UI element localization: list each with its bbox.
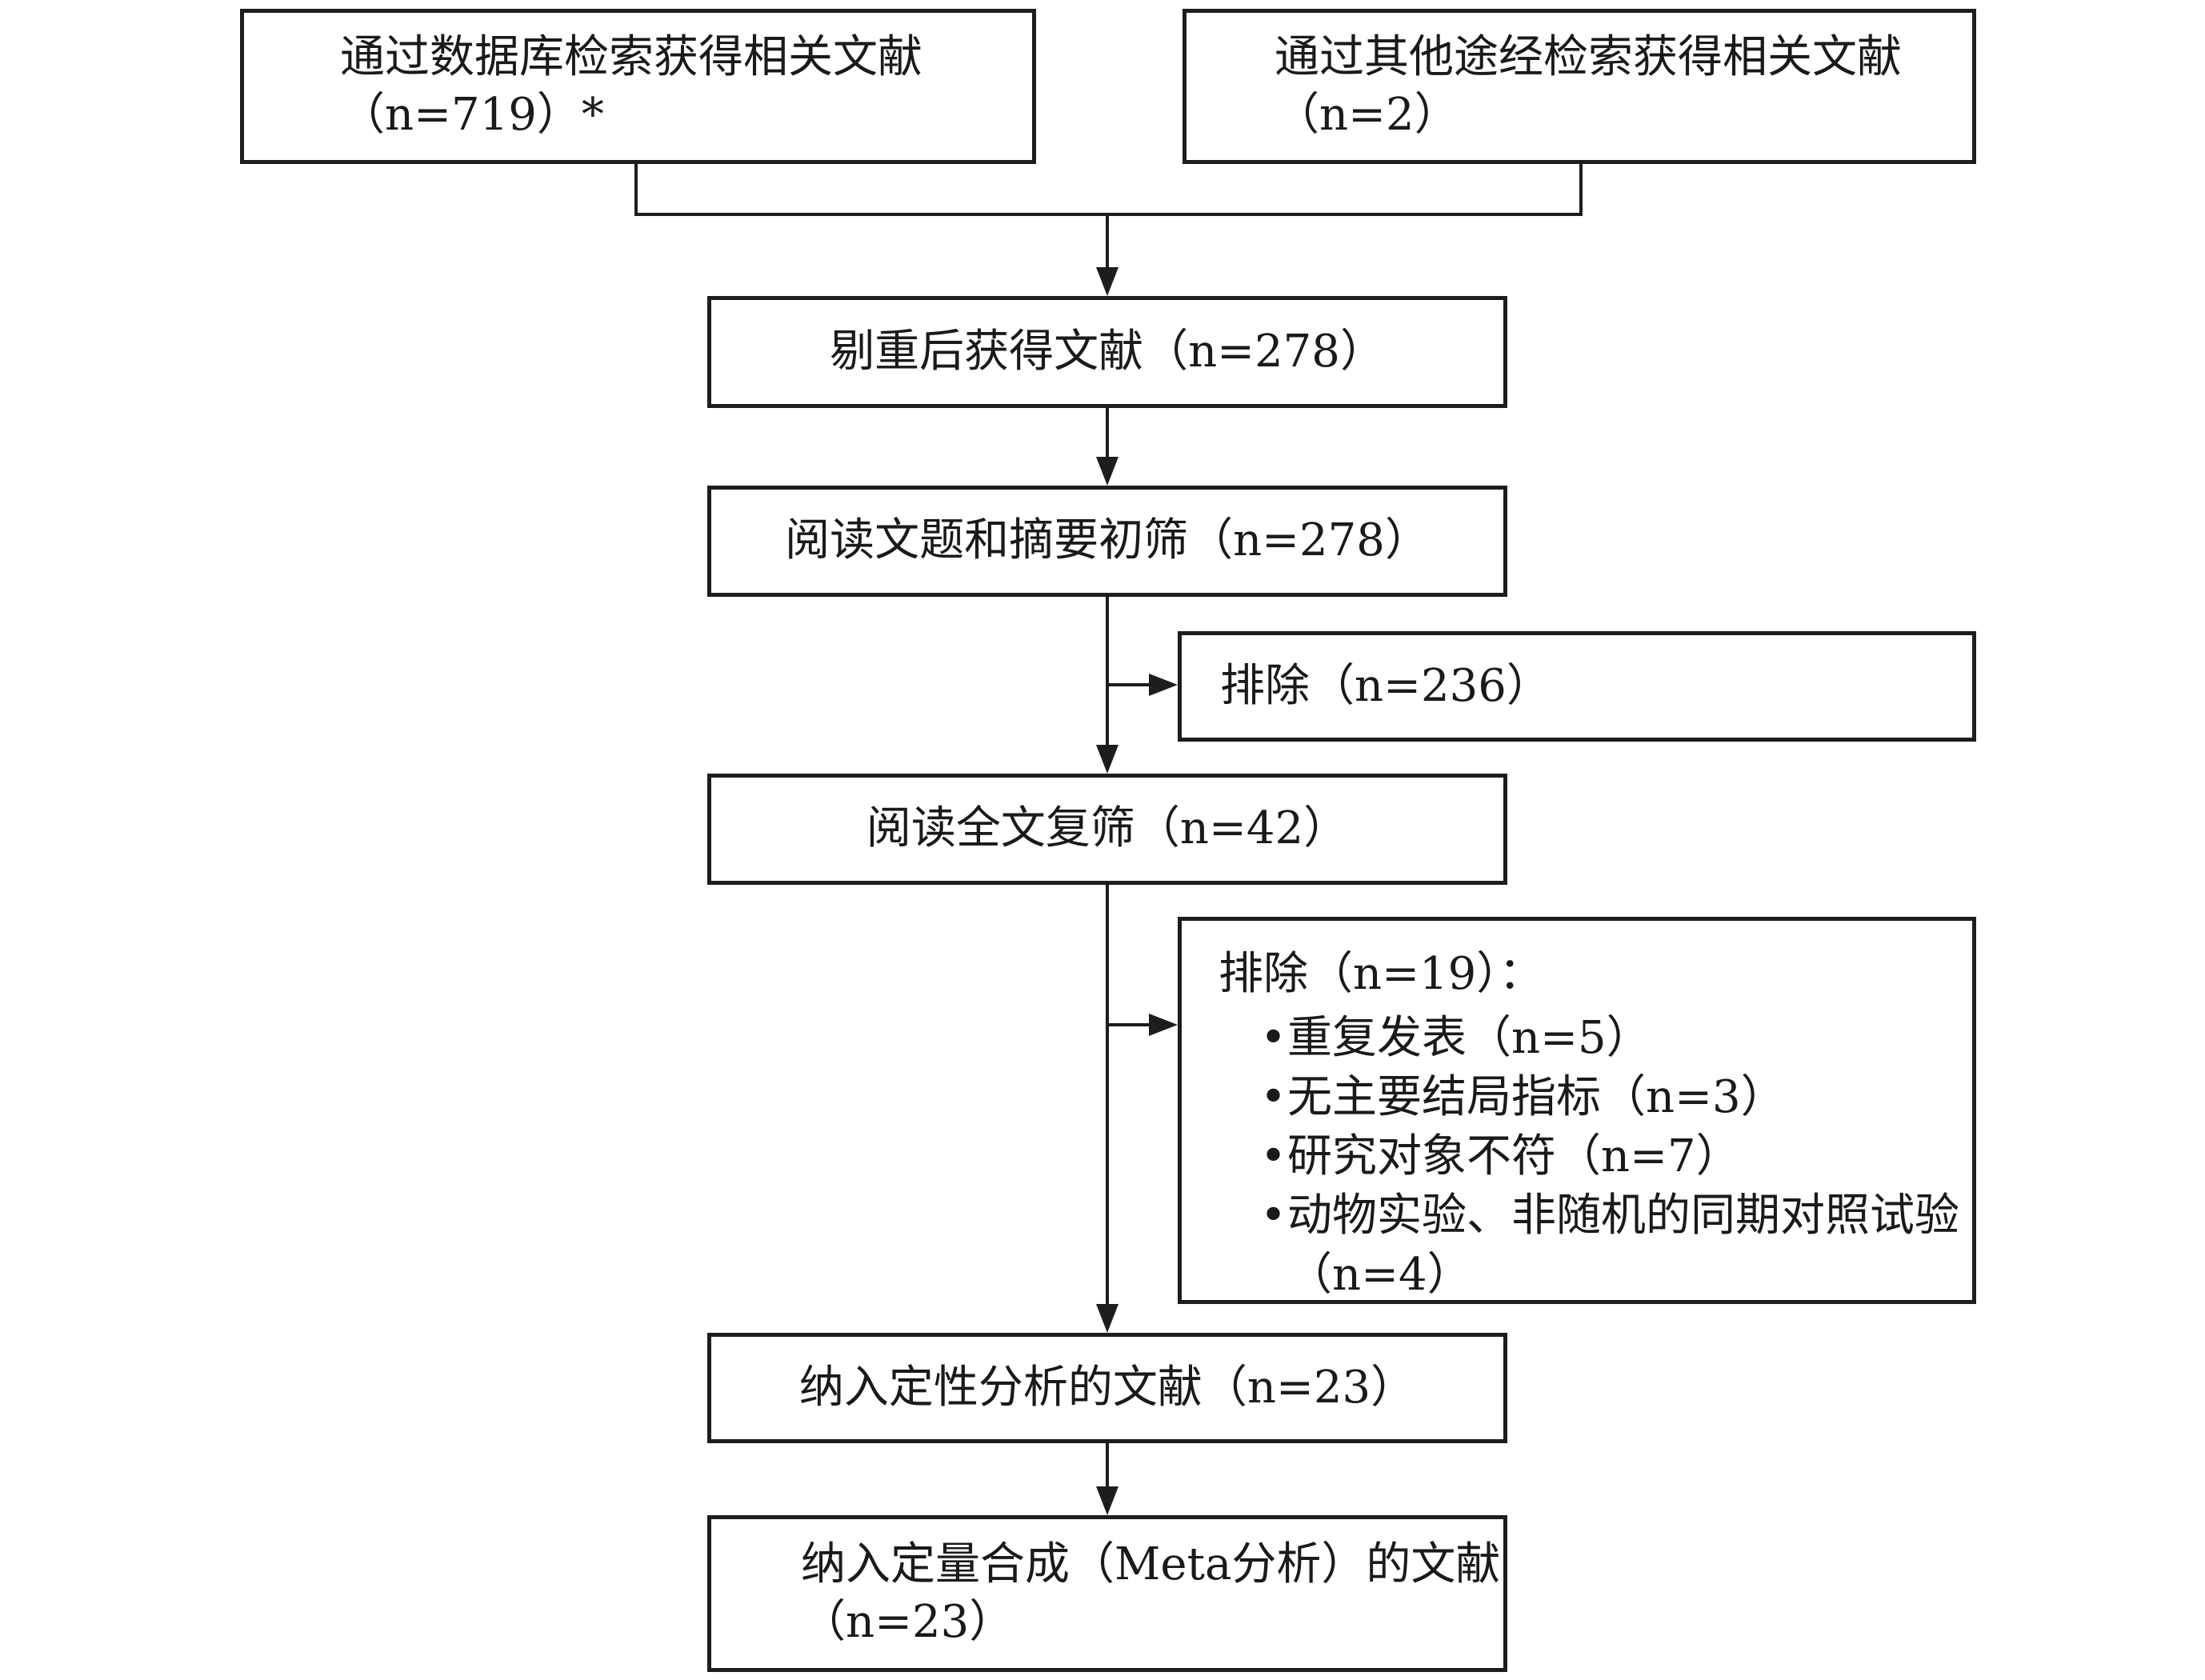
bullet-marker-icon: • — [1260, 1190, 1287, 1242]
connector-branch-excluded-initial — [1107, 683, 1149, 686]
arrowhead-to-excluded-initial-icon — [1149, 674, 1178, 696]
bullet-marker-icon: • — [1260, 1130, 1287, 1182]
exclusion-reason-text: 无主要结局指标（n=3） — [1287, 1071, 1786, 1123]
box-deduplicated-label: 剔重后获得文献（n=278） — [830, 325, 1385, 378]
connector-merge-to-dedup — [1106, 213, 1109, 269]
exclusion-reason-text: 重复发表（n=5） — [1287, 1012, 1651, 1064]
connector-other-down — [1579, 162, 1583, 216]
box-meta-analysis-line2: （n=23） — [801, 1596, 1014, 1648]
exclusion-reason-item: • 动物实验、非随机的同期对照试验（n=4） — [1219, 1186, 1961, 1305]
box-other-sources-line1: 通过其他途经检索获得相关文献 — [1275, 30, 1902, 83]
connector-dedup-to-initial — [1106, 406, 1109, 458]
box-meta-analysis-included: 纳入定量合成（Meta分析）的文献 （n=23） — [707, 1515, 1507, 1672]
box-database-search-line1: 通过数据库检索获得相关文献 — [340, 30, 922, 83]
box-database-search: 通过数据库检索获得相关文献 （n=719）* — [240, 9, 1036, 164]
box-database-search-line2: （n=719）* — [340, 89, 604, 141]
box-other-sources-line2: （n=2） — [1275, 89, 1459, 141]
connector-fulltext-to-qualitative — [1106, 883, 1109, 1304]
box-other-sources: 通过其他途经检索获得相关文献 （n=2） — [1183, 9, 1976, 164]
bullet-marker-icon: • — [1260, 1012, 1287, 1064]
box-excluded-initial: 排除（n=236） — [1178, 631, 1976, 742]
arrowhead-to-excluded-fulltext-icon — [1149, 1014, 1178, 1036]
arrowhead-to-dedup-icon — [1096, 267, 1119, 296]
exclusion-reason-item: • 研究对象不符（n=7） — [1219, 1127, 1961, 1186]
arrowhead-to-meta-analysis-icon — [1096, 1486, 1119, 1515]
box-fulltext-screening-label: 阅读全文复筛（n=42） — [866, 802, 1349, 855]
box-excluded-fulltext: 排除（n=19）： • 重复发表（n=5） • 无主要结局指标（n=3） • 研… — [1178, 917, 1976, 1304]
connector-branch-excluded-fulltext — [1107, 1023, 1149, 1026]
arrowhead-to-initial-screen-icon — [1096, 457, 1119, 486]
exclusion-reason-item: • 重复发表（n=5） — [1219, 1009, 1961, 1068]
exclusion-reason-text: 动物实验、非随机的同期对照试验（n=4） — [1287, 1190, 1959, 1301]
exclusion-reason-text: 研究对象不符（n=7） — [1287, 1130, 1741, 1182]
box-fulltext-screening: 阅读全文复筛（n=42） — [707, 774, 1507, 885]
box-excluded-initial-label: 排除（n=236） — [1220, 659, 1551, 712]
connector-qualitative-to-meta — [1106, 1442, 1109, 1487]
arrowhead-to-fulltext-screen-icon — [1096, 745, 1119, 774]
box-meta-analysis-line1: 纳入定量合成（Meta分析）的文献 — [801, 1538, 1501, 1590]
box-qualitative-included-label: 纳入定性分析的文献（n=23） — [798, 1361, 1416, 1414]
box-qualitative-included: 纳入定性分析的文献（n=23） — [707, 1333, 1507, 1443]
bullet-marker-icon: • — [1260, 1071, 1287, 1123]
arrowhead-to-qualitative-icon — [1096, 1304, 1119, 1333]
box-title-abstract-screening-label: 阅读文题和摘要初筛（n=278） — [785, 514, 1430, 567]
connector-db-down — [634, 162, 638, 216]
box-deduplicated: 剔重后获得文献（n=278） — [707, 296, 1507, 408]
box-title-abstract-screening: 阅读文题和摘要初筛（n=278） — [707, 486, 1507, 597]
connector-initial-to-fulltext — [1106, 595, 1109, 746]
exclusion-reason-item: • 无主要结局指标（n=3） — [1219, 1068, 1961, 1127]
box-excluded-fulltext-heading: 排除（n=19）： — [1219, 948, 1544, 1000]
